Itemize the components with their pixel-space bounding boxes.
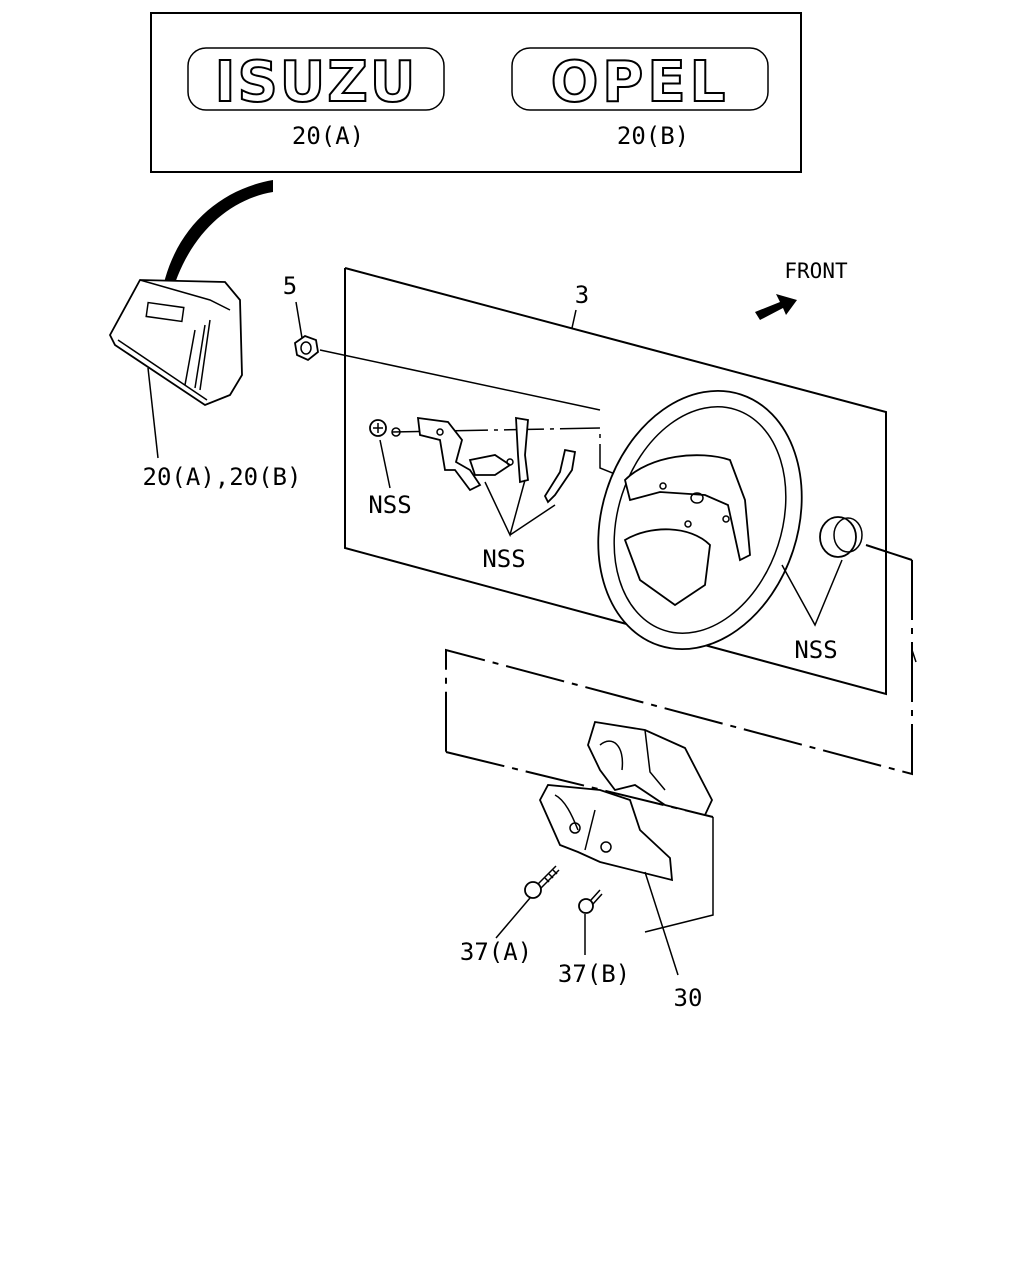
screw-37a-leader (495, 897, 531, 939)
column-cover-frame (445, 544, 913, 933)
screw-37a-label: 37(A) (460, 938, 532, 966)
opel-emblem-label: 20(B) (617, 122, 689, 150)
slip-ring (819, 516, 863, 558)
wheel-assembly-label: 3 (575, 281, 589, 309)
horn-pad (108, 279, 243, 407)
bracket-nss-label: NSS (482, 545, 525, 573)
upper-column-cover (587, 720, 714, 817)
screw-37b-label: 37(B) (558, 960, 630, 988)
bracket-nss-leaders (484, 479, 526, 538)
emblem-panel: ISUZU 20(A) OPEL 20(B) (150, 12, 802, 173)
slip-ring-guide (911, 649, 917, 663)
opel-emblem-text: OPEL (551, 50, 730, 115)
screw-37a (524, 865, 560, 899)
screw-nss-label: NSS (368, 491, 411, 519)
screw-37b (578, 889, 603, 914)
pad-label: 20(A),20(B) (143, 463, 302, 491)
lower-column-cover (538, 784, 674, 882)
screw-part (369, 419, 401, 437)
column-cover-label: 30 (674, 984, 703, 1012)
nut-leader (295, 301, 303, 339)
wheel-assembly-frame (344, 267, 887, 696)
nut-part (294, 334, 319, 362)
screw-nss-leader (379, 439, 391, 489)
nut-label: 5 (283, 272, 297, 300)
pad-leader (147, 367, 159, 459)
wheel-assembly-leader (571, 309, 577, 329)
bracket-parts (416, 416, 577, 504)
ring-nss-label: NSS (794, 636, 837, 664)
bracket-nss-leader-2 (509, 504, 556, 536)
nut-axis-line (319, 349, 601, 411)
ring-nss-leaders (781, 559, 843, 627)
isuzu-emblem-label: 20(A) (292, 122, 364, 150)
column-cover-leader (644, 871, 679, 976)
front-label: FRONT (784, 259, 848, 283)
isuzu-emblem-text: ISUZU (215, 50, 418, 115)
steering-wheel (597, 389, 803, 651)
isuzu-emblem: ISUZU (187, 47, 445, 116)
opel-emblem: OPEL (511, 47, 769, 116)
front-arrow-icon (755, 294, 797, 320)
